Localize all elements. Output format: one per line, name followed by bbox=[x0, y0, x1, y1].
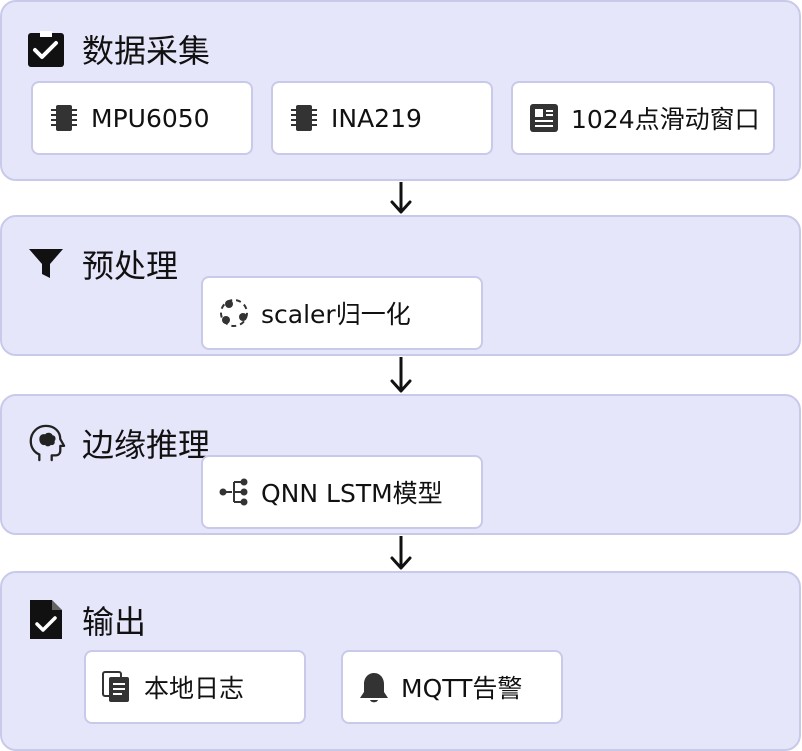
node-label: MPU6050 bbox=[91, 103, 210, 133]
arrow-down-icon bbox=[390, 357, 412, 393]
stage-output: 输出 本地日志 MQTT告警 bbox=[0, 571, 801, 751]
stage-title: 边缘推理 bbox=[82, 426, 211, 464]
node-qnn-lstm: QNN LSTM模型 bbox=[201, 455, 483, 529]
node-ina219: INA219 bbox=[271, 81, 493, 155]
stage-title: 输出 bbox=[82, 603, 147, 641]
node-scaler: scaler归一化 bbox=[201, 276, 483, 350]
node-label: scaler归一化 bbox=[261, 300, 411, 329]
node-label: QNN LSTM模型 bbox=[261, 479, 443, 508]
stage-preprocessing: 预处理 scaler归一化 bbox=[0, 215, 801, 356]
node-local-log: 本地日志 bbox=[84, 650, 306, 724]
cycle-icon bbox=[217, 296, 251, 330]
arrow-down-icon bbox=[390, 182, 412, 214]
filter-icon bbox=[26, 244, 66, 284]
stage-data-collection: 数据采集 MPU6050 INA219 1024点滑动窗口 bbox=[0, 0, 801, 181]
stage-edge-inference: 边缘推理 QNN LSTM模型 bbox=[0, 394, 801, 535]
stage-title: 数据采集 bbox=[82, 32, 211, 70]
node-label: MQTT告警 bbox=[401, 674, 523, 703]
node-mpu6050: MPU6050 bbox=[31, 81, 253, 155]
checkbox-icon bbox=[26, 29, 66, 69]
newspaper-icon bbox=[527, 101, 561, 135]
arrow-down-icon bbox=[390, 536, 412, 570]
node-label: 1024点滑动窗口 bbox=[571, 105, 760, 134]
brain-head-icon bbox=[26, 423, 66, 463]
tree-structure-icon bbox=[217, 475, 251, 509]
node-label: INA219 bbox=[331, 103, 422, 133]
chip-icon bbox=[287, 101, 321, 135]
file-check-icon bbox=[26, 600, 66, 640]
chip-icon bbox=[47, 101, 81, 135]
node-label: 本地日志 bbox=[144, 674, 245, 703]
node-mqtt-alert: MQTT告警 bbox=[341, 650, 563, 724]
node-sliding-window: 1024点滑动窗口 bbox=[511, 81, 775, 155]
documents-icon bbox=[100, 670, 134, 704]
stage-title: 预处理 bbox=[82, 247, 179, 285]
bell-icon bbox=[357, 670, 391, 704]
